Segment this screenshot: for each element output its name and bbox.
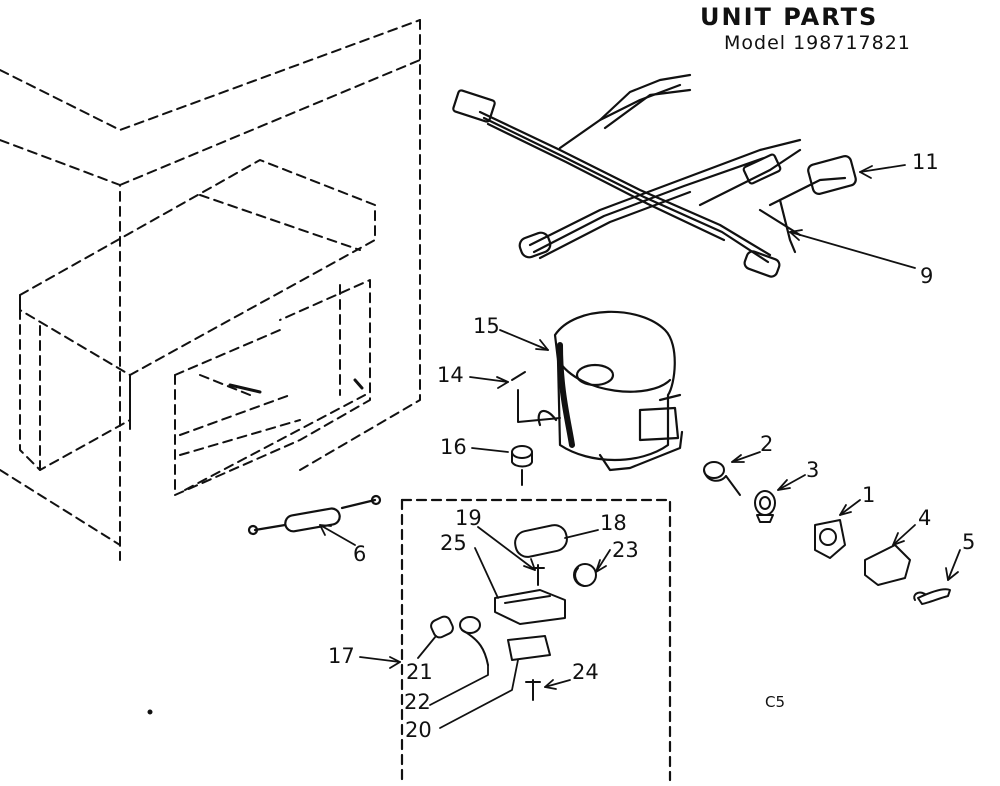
callout-3: 3	[806, 458, 820, 482]
compressor	[537, 310, 684, 472]
callout-9: 9	[920, 264, 934, 288]
callout-15: 15	[473, 314, 500, 338]
callout-17: 17	[328, 644, 355, 668]
callout-22: 22	[404, 690, 431, 714]
callout-11: 11	[912, 150, 939, 174]
callout-25: 25	[440, 531, 467, 555]
callout-4: 4	[918, 506, 932, 530]
leader-lines	[319, 164, 961, 729]
diagram-header: UNIT PARTS Model 198717821	[700, 4, 990, 54]
callout-6: 6	[353, 542, 367, 566]
callout-23: 23	[612, 538, 639, 562]
filter-drier	[247, 494, 382, 536]
callout-1: 1	[862, 483, 876, 507]
callout-14: 14	[437, 363, 464, 387]
part-16-grommet	[511, 445, 533, 486]
callout-19: 19	[455, 506, 482, 530]
small-parts-group	[703, 461, 951, 605]
wiring-harness	[452, 73, 857, 278]
callout-16: 16	[440, 435, 467, 459]
callout-21: 21	[406, 660, 433, 684]
diagram-code: C5	[765, 693, 786, 711]
electrical-parts-box	[400, 498, 672, 782]
cabinet-bracket-mark	[228, 378, 364, 394]
page-title: UNIT PARTS	[700, 3, 879, 31]
part-14-clip	[511, 371, 561, 423]
callout-24: 24	[572, 660, 599, 684]
callout-5: 5	[962, 530, 976, 554]
callout-2: 2	[760, 432, 774, 456]
model-number: Model 198717821	[724, 32, 911, 54]
callout-20: 20	[405, 718, 432, 742]
print-speck	[147, 709, 153, 715]
callout-18: 18	[600, 511, 627, 535]
cabinet-outline	[0, 19, 421, 561]
